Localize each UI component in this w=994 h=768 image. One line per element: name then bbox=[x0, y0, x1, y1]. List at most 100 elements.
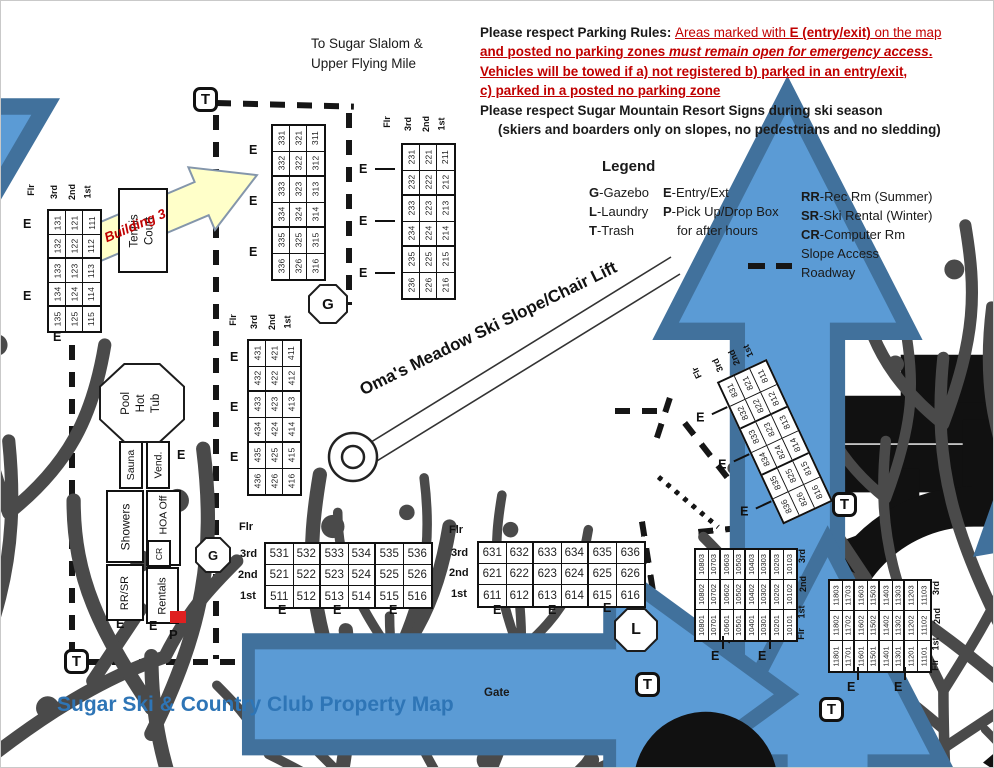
unit-cell: 225 bbox=[420, 247, 437, 273]
unit-cell: 626 bbox=[616, 564, 644, 585]
entry-exit-marker: E bbox=[249, 143, 258, 157]
roadway-dashes bbox=[346, 113, 352, 305]
floor-header: Flr bbox=[25, 184, 36, 196]
entry-connector bbox=[711, 406, 728, 416]
unit-cell: 10202 bbox=[771, 580, 784, 610]
unit-cell: 214 bbox=[437, 221, 454, 247]
unit-cell: 314 bbox=[307, 202, 324, 228]
entry-exit-marker: E bbox=[493, 603, 502, 617]
unit-cell: 321 bbox=[290, 126, 307, 152]
legend-column-3: RR-Rec Rm (Summer)SR-Ski Rental (Winter)… bbox=[801, 187, 932, 282]
unit-cell: 11202 bbox=[905, 611, 918, 641]
destination-line: To Sugar Slalom & bbox=[311, 36, 423, 51]
legend-item: E-Entry/Ext bbox=[663, 185, 729, 200]
unit-cell: 432 bbox=[249, 366, 266, 392]
tennis-court: Tennis Court bbox=[118, 188, 168, 273]
entry-exit-marker: E bbox=[847, 680, 856, 694]
unit-cell: 222 bbox=[420, 170, 437, 196]
unit-cell: 10101 bbox=[783, 610, 796, 640]
unit-cell: 11503 bbox=[867, 581, 880, 611]
unit-cell: 425 bbox=[266, 443, 283, 469]
direction-arrow-down bbox=[1, 1, 47, 334]
unit-cell: 212 bbox=[437, 170, 454, 196]
trash-marker: T bbox=[193, 87, 218, 112]
legend-item: RR-Rec Rm (Summer) bbox=[801, 189, 933, 204]
unit-cell: 11402 bbox=[880, 611, 893, 641]
unit-cell: 10302 bbox=[758, 580, 771, 610]
rentals-label: Rentals bbox=[156, 576, 169, 615]
unit-cell: 11803 bbox=[830, 581, 843, 611]
trash-label: T bbox=[839, 496, 850, 513]
legend-item: Roadway bbox=[801, 265, 856, 280]
sauna: Sauna bbox=[119, 441, 143, 489]
entry-exit-marker: E bbox=[230, 400, 239, 414]
entry-exit-marker: E bbox=[116, 617, 125, 631]
unit-cell: 623 bbox=[534, 564, 562, 585]
vending: Vend. bbox=[146, 441, 170, 489]
tree-icon bbox=[984, 544, 993, 767]
pickup-drop-box bbox=[170, 611, 186, 623]
legend-title: Legend bbox=[602, 158, 656, 175]
unit-cell: 516 bbox=[403, 586, 431, 607]
trash-marker: T bbox=[64, 649, 89, 674]
floor-header: 3rd bbox=[249, 314, 260, 330]
unit-cell: 234 bbox=[403, 221, 420, 247]
rules-line: c) parked in a posted no parking zone bbox=[480, 83, 721, 99]
roadway-dashes bbox=[478, 662, 712, 677]
legend: Legend bbox=[602, 158, 655, 175]
computer-room-label: CR bbox=[154, 547, 164, 560]
unit-cell: 311 bbox=[307, 126, 324, 152]
unit-cell: 11801 bbox=[830, 641, 843, 671]
unit-cell: 435 bbox=[249, 443, 266, 469]
trash-label: T bbox=[71, 653, 82, 670]
showers: Showers bbox=[106, 490, 144, 563]
entry-exit-marker: E bbox=[548, 603, 557, 617]
pool-line: Tub bbox=[150, 393, 163, 413]
unit-cell: 324 bbox=[290, 202, 307, 228]
gate-post-dashes bbox=[473, 665, 479, 709]
unit-cell: 10603 bbox=[721, 550, 734, 580]
entry-exit-marker: E bbox=[249, 245, 258, 259]
unit-cell: 215 bbox=[437, 247, 454, 273]
roadway-dashes bbox=[215, 100, 354, 110]
floor-header: Flr bbox=[795, 628, 806, 640]
entry-connector bbox=[857, 667, 859, 680]
trash-marker: T bbox=[819, 697, 844, 722]
unit-cell: 132 bbox=[49, 235, 66, 259]
floor-header: Flr bbox=[227, 314, 238, 326]
unit-cell: 413 bbox=[283, 392, 300, 418]
gazebo-marker: G bbox=[308, 284, 348, 324]
parking-rules-text: Please respect Parking Rules: Areas mark… bbox=[480, 23, 989, 139]
unit-cell: 133 bbox=[49, 259, 66, 283]
floor-header: 3rd bbox=[49, 184, 60, 200]
slope-access-arrow-up bbox=[969, 202, 993, 767]
entry-exit-marker: E bbox=[23, 289, 32, 303]
gate-dotted-line bbox=[445, 684, 473, 689]
unit-cell: 536 bbox=[403, 544, 431, 565]
roadway-dashes bbox=[85, 659, 443, 665]
floor-header: 2nd bbox=[798, 575, 809, 593]
floor-header: 3rd bbox=[710, 356, 726, 374]
unit-cell: 421 bbox=[266, 341, 283, 367]
legend-item: P-Pick Up/Drop Box bbox=[663, 204, 779, 219]
entry-exit-marker: E bbox=[149, 619, 158, 633]
unit-cell: 323 bbox=[290, 177, 307, 203]
entry-connector bbox=[722, 636, 724, 649]
gazebo-marker: G bbox=[195, 537, 231, 573]
unit-cell: 416 bbox=[283, 468, 300, 494]
unit-cell: 415 bbox=[283, 443, 300, 469]
entry-exit-marker: E bbox=[696, 410, 705, 425]
unit-cell: 11203 bbox=[905, 581, 918, 611]
unit-cell: 423 bbox=[266, 392, 283, 418]
roadway-dashes bbox=[69, 345, 75, 653]
pool-line: Pool bbox=[120, 391, 133, 415]
unit-cell: 11303 bbox=[892, 581, 905, 611]
unit-cell: 233 bbox=[403, 196, 420, 222]
entry-exit-marker: E bbox=[718, 457, 727, 472]
